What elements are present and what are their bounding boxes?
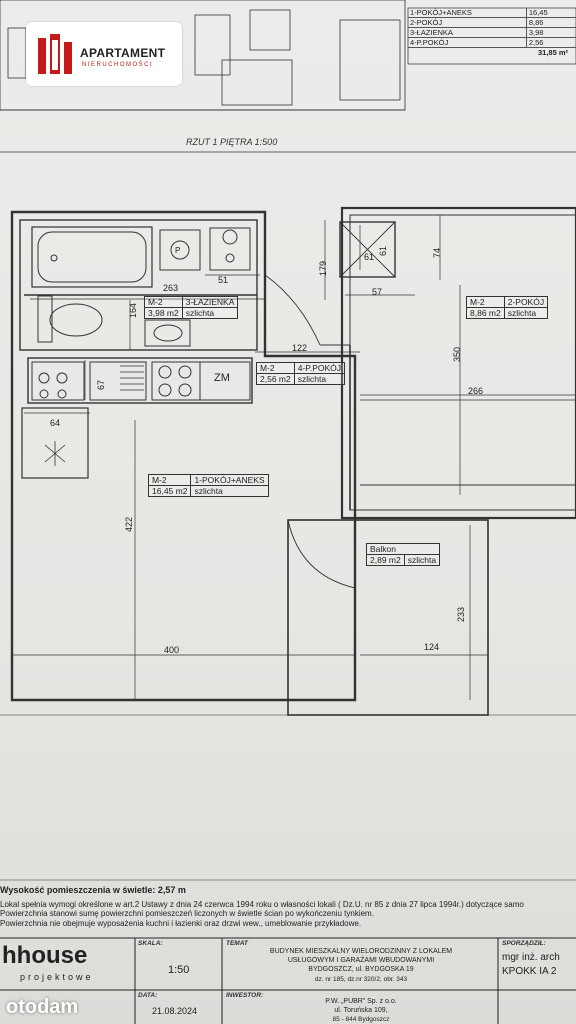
note-line: Wysokość pomieszczenia w świetle: 2,57 m	[0, 885, 186, 895]
p-label: P	[175, 246, 181, 255]
room-code: M-2	[147, 474, 192, 486]
legend-room-name: 1-POKÓJ+ANEKS	[410, 8, 472, 17]
investor-label: INWESTOR:	[226, 992, 264, 999]
room-area: 3,98 m2	[144, 307, 183, 319]
room-finish: szlichta	[190, 485, 269, 497]
room-area: 16,45 m2	[147, 485, 192, 497]
dimension-51: 51	[218, 275, 229, 285]
room-finish: szlichta	[403, 554, 441, 566]
room-name: 2-POKÓJ	[503, 296, 549, 308]
note-line: Powierzchnia stanowi sumę powierzchni po…	[0, 909, 374, 918]
legend-room-name: 3-ŁAZIENKA	[410, 28, 453, 37]
author-line-1: mgr inż. arch	[502, 952, 560, 963]
room-finish: szlichta	[181, 307, 239, 319]
dimension-164: 164	[128, 302, 138, 318]
topic-line-2: USŁUGOWYM I GARAŻAMI WBUDOWANYMI	[287, 957, 435, 964]
scale-value: 1:50	[168, 964, 190, 976]
dimension-350: 350	[452, 346, 462, 362]
dimension-61-horizontal: 61	[364, 252, 375, 262]
legend-row: 1-POKÓJ+ANEKS 16,45	[408, 8, 576, 18]
dimension-179: 179	[318, 260, 328, 276]
watermark-text: otodam	[6, 996, 79, 1018]
dimension-57: 57	[372, 287, 383, 297]
legend-total: 31,85 m²	[537, 48, 568, 57]
legend-room-area: 8,86	[525, 18, 576, 27]
dimension-74: 74	[432, 247, 442, 258]
dimension-64: 64	[50, 418, 61, 428]
topic-label: TEMAT	[226, 940, 248, 947]
room-code: M-2	[466, 296, 505, 308]
room-finish: szlichta	[293, 373, 346, 385]
legend-room-name: 2-POKÓJ	[410, 18, 443, 27]
investor-line-3: 85 - 844 Bydgoszcz	[332, 1016, 390, 1023]
dimension-61-vertical: 61	[378, 245, 388, 256]
room-area: 2,89 m2	[366, 554, 405, 566]
legend-room-name: 4-P.POKÓJ	[410, 38, 449, 47]
date-label: DATA:	[138, 992, 158, 999]
legend-room-area: 3,98	[525, 28, 576, 37]
logo-subtitle: NIERUCHOMOŚCI	[82, 62, 154, 68]
topic-line-3: BYDGOSZCZ, ul. BYDGOSKA 19	[308, 966, 414, 973]
dimension-422: 422	[124, 516, 134, 532]
drawing-notes: Wysokość pomieszczenia w świetle: 2,57 m…	[0, 885, 576, 928]
legend-row: 4-P.POKÓJ 2,56	[408, 38, 576, 48]
scale-label: SKALA:	[138, 940, 163, 947]
dimension-263: 263	[163, 283, 179, 293]
dimension-233: 233	[456, 606, 466, 622]
room-finish: szlichta	[503, 307, 549, 319]
author-label: SPORZĄDZIŁ:	[502, 940, 546, 947]
company-subtitle: projektowe	[20, 972, 94, 982]
logo-name: APARTAMENT	[80, 46, 166, 60]
dimension-266: 266	[468, 386, 484, 396]
investor-line-2: ul. Toruńska 109,	[334, 1007, 388, 1014]
legend-room-area: 16,45	[525, 8, 576, 17]
room-area: 8,86 m2	[466, 307, 505, 319]
room-code: M-2	[144, 296, 183, 308]
dimension-67: 67	[96, 379, 106, 390]
building-logo-icon	[38, 34, 72, 74]
date-value: 21.08.2024	[152, 1006, 198, 1016]
room-name: 1-POKÓJ+ANEKS	[190, 474, 269, 486]
zm-label: ZM	[214, 372, 230, 384]
note-line: Powierzchnia nie obejmuje wyposażenia ku…	[0, 918, 362, 928]
legend-room-area: 2,56	[525, 38, 576, 47]
room-area: 2,56 m2	[256, 373, 295, 385]
legend-row: 2-POKÓJ 8,86	[408, 18, 576, 28]
room-name: Balkon	[365, 543, 441, 555]
topic-line-1: BUDYNEK MIESZKALNY WIELORODZINNY Z LOKAL…	[269, 948, 453, 955]
dimension-122: 122	[292, 343, 308, 353]
plan-title: RZUT 1 PIĘTRA 1:500	[186, 137, 278, 147]
topic-line-4: dz. nr 185, dz.nr 320/2, obr. 343	[314, 976, 408, 983]
area-legend-table: 1-POKÓJ+ANEKS 16,45 2-POKÓJ 8,86 3-ŁAZIE…	[408, 8, 576, 57]
room-name: 4-P.POKÓJ	[293, 362, 346, 374]
agency-logo: APARTAMENT NIERUCHOMOŚCI	[26, 22, 182, 86]
title-block: hhouse projektowe SKALA: 1:50 DATA: 21.0…	[0, 938, 576, 1024]
author-line-2: KPOKK IA 2	[502, 966, 557, 977]
room-name: 3-ŁAZIENKA	[181, 296, 239, 308]
room-code: M-2	[256, 362, 295, 374]
company-name: hhouse	[2, 942, 88, 969]
legend-row: 3-ŁAZIENKA 3,98	[408, 28, 576, 38]
dimension-400: 400	[164, 645, 180, 655]
note-line: Lokal spełnia wymogi określone w art.2 U…	[0, 899, 524, 909]
investor-line-1: P.W. „PUBR” Sp. z o.o.	[325, 998, 397, 1005]
dimension-124: 124	[424, 642, 440, 652]
